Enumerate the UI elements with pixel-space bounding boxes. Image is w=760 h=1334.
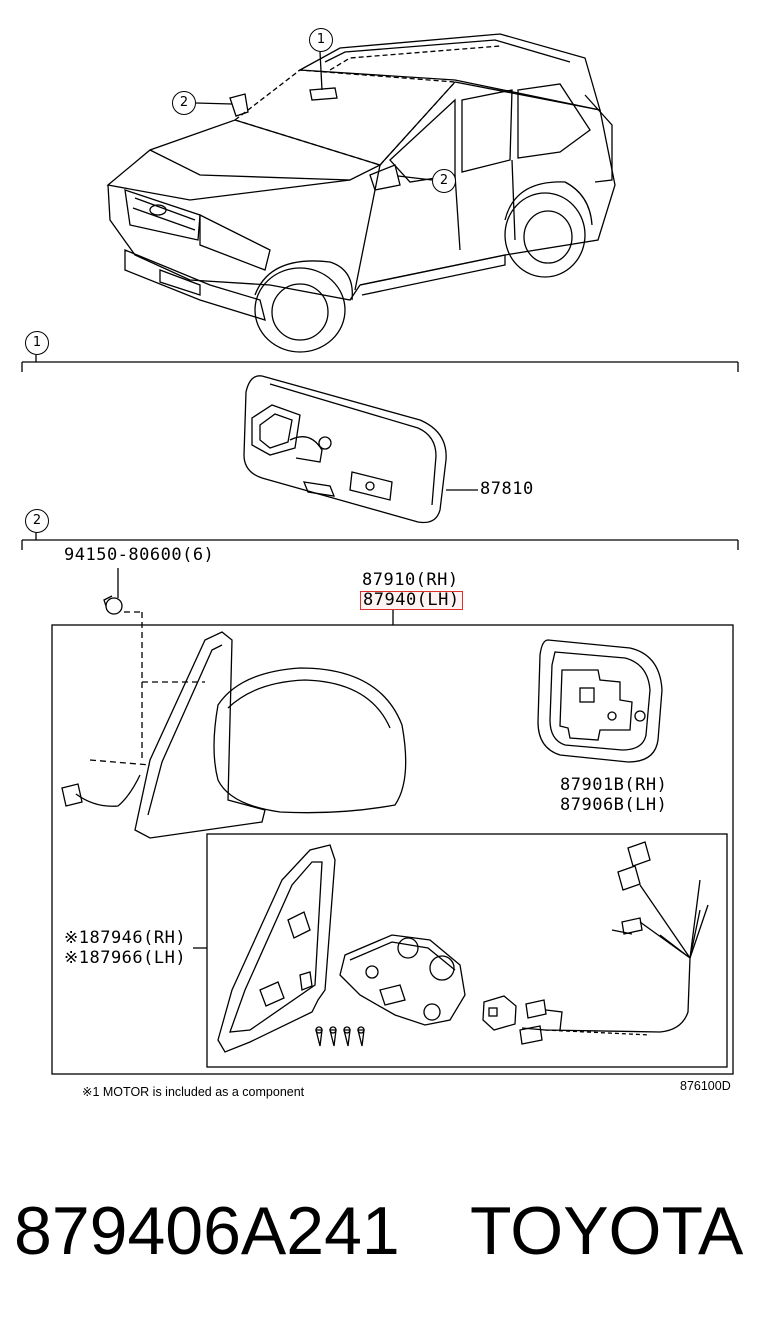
motor-drawing <box>339 934 466 1026</box>
part-number: 879406A241 <box>14 1193 400 1269</box>
outer-mirror-drawing <box>61 631 407 839</box>
screws-drawing <box>315 1026 365 1047</box>
callout-2-vehicle-right: 2 <box>432 169 456 193</box>
section-2-bracket <box>21 533 739 550</box>
section-1-bracket <box>21 355 739 372</box>
part-label-87946-rh[interactable]: ※187946(RH) <box>64 928 187 948</box>
brand-name: TOYOTA <box>470 1193 744 1269</box>
part-label-87901b-rh[interactable]: 87901B(RH) <box>560 775 668 795</box>
inner-mirror-drawing <box>243 375 447 524</box>
part-label-87810[interactable]: 87810 <box>480 479 534 499</box>
assembly-frame <box>51 624 734 1075</box>
callout-1-vehicle: 1 <box>309 28 333 52</box>
vehicle-callout-leaders <box>195 51 433 181</box>
part-label-87910-rh[interactable]: 87910(RH) <box>362 570 459 590</box>
part-label-87966-lh[interactable]: ※187966(LH) <box>64 948 187 968</box>
part-label-94150[interactable]: 94150-80600(6) <box>64 545 215 565</box>
footnote: ※1 MOTOR is included as a component <box>82 1085 305 1099</box>
part-label-87940-lh-highlighted[interactable]: 87940(LH) <box>360 591 463 610</box>
connector-drawing <box>482 995 517 1031</box>
wire-harness-drawing <box>519 841 709 1045</box>
motor-subassembly-frame <box>206 833 728 1068</box>
clip-drawing <box>103 568 143 760</box>
diagram-code: 876100D <box>680 1079 731 1093</box>
callout-2-section: 2 <box>25 509 49 533</box>
callout-1-section: 1 <box>25 331 49 355</box>
part-label-87906b-lh[interactable]: 87906B(LH) <box>560 795 668 815</box>
mirror-glass-drawing <box>537 639 663 763</box>
callout-2-vehicle-left: 2 <box>172 91 196 115</box>
vehicle-illustration <box>106 33 616 353</box>
motor-base-drawing <box>217 844 336 1053</box>
